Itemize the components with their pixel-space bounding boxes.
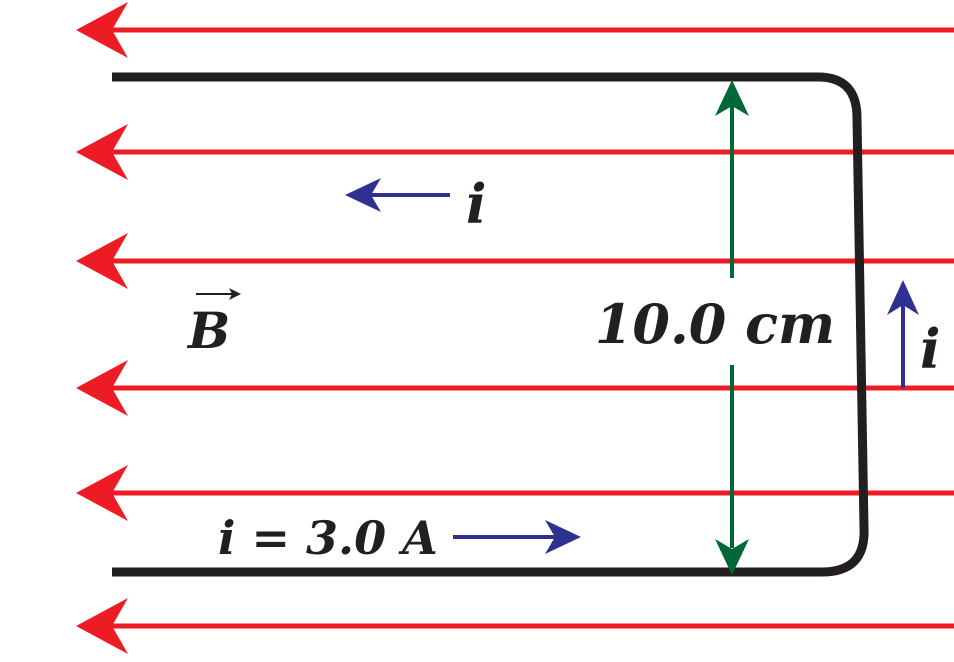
field-line — [76, 233, 954, 289]
current-arrow-bottom — [453, 520, 581, 554]
field-line — [76, 2, 954, 58]
field-arrowhead-icon — [76, 465, 128, 521]
magnetic-field-lines — [76, 2, 954, 654]
field-arrowhead-icon — [76, 2, 128, 58]
current-label-bottom: i = 3.0 A — [218, 511, 438, 565]
current-loop-wire — [112, 72, 869, 577]
field-line — [76, 598, 954, 654]
field-line — [76, 465, 954, 521]
current-label-right: i — [920, 317, 941, 381]
field-arrowhead-icon — [76, 360, 128, 416]
current-arrow-right — [887, 280, 919, 388]
field-line — [76, 360, 954, 416]
field-arrowhead-icon — [76, 233, 128, 289]
vector-arrow-icon — [196, 288, 241, 300]
field-arrowhead-icon — [76, 124, 128, 180]
current-label-top: i — [466, 172, 487, 236]
field-arrowhead-icon — [76, 598, 128, 654]
field-line — [76, 124, 954, 180]
dimension-label: 10.0 cm — [595, 292, 835, 356]
field-symbol: B — [186, 301, 230, 360]
current-arrow-top — [345, 178, 450, 212]
dimension-arrow — [715, 80, 749, 575]
